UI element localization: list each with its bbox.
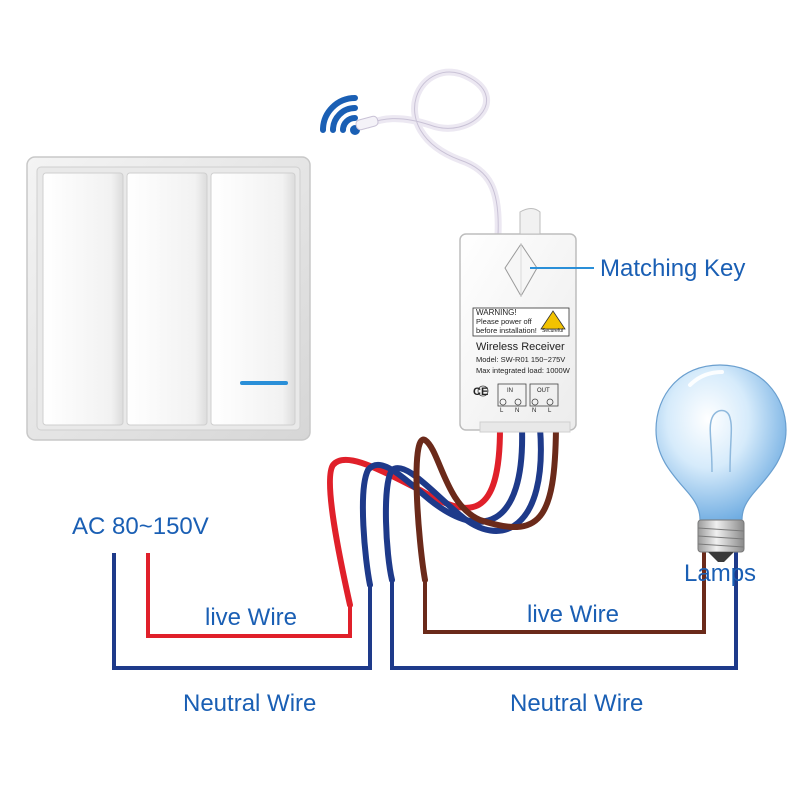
live-wire-right-label: live Wire (527, 601, 620, 628)
ac-voltage-label: AC 80~150V (72, 513, 209, 540)
rocker-3[interactable] (210, 172, 296, 426)
neutral-wire-right-label: Neutral Wire (510, 690, 644, 717)
terminal-label-2: N (515, 408, 520, 414)
warning-title: WARNING! (476, 308, 517, 317)
live-wire-right (423, 545, 706, 634)
ce-mark: CE (473, 386, 489, 398)
light-bulb-icon (655, 364, 787, 562)
warning-line-2: Please power off (476, 317, 532, 326)
out-label: OUT (537, 388, 550, 394)
brand-label: Secureful (542, 328, 564, 334)
receiver-model: Model: SW-R01 150~275V (476, 355, 566, 364)
in-label: IN (507, 388, 513, 394)
live-wire-left-label: live Wire (205, 604, 298, 631)
terminal-label-1: L (500, 408, 504, 414)
rocker-2[interactable] (126, 172, 208, 426)
neutral-wire-left (112, 553, 372, 670)
circuit-lines (112, 545, 738, 670)
neutral-wire-left-label: Neutral Wire (183, 690, 317, 717)
lamps-label: Lamps (684, 560, 757, 587)
warning-line-3: before installation! (476, 326, 537, 335)
switch-indicator-light (240, 381, 288, 385)
terminal-block (477, 383, 559, 407)
rocker-1[interactable] (42, 172, 124, 426)
wireless-receiver (459, 208, 577, 433)
wifi-signal-icon (320, 95, 360, 135)
warning-triangle-icon (540, 310, 566, 330)
wall-switch (26, 156, 311, 441)
terminal-label-4: L (548, 408, 552, 414)
neutral-wire-right (390, 545, 738, 670)
live-wire-left (146, 553, 352, 638)
receiver-max-load: Max integrated load: 1000W (476, 366, 570, 375)
antenna-cable (355, 68, 502, 239)
terminal-label-3: N (532, 408, 537, 414)
matching-key-label: Matching Key (600, 255, 746, 282)
receiver-title: Wireless Receiver (476, 341, 565, 353)
receiver-wires (326, 425, 559, 608)
